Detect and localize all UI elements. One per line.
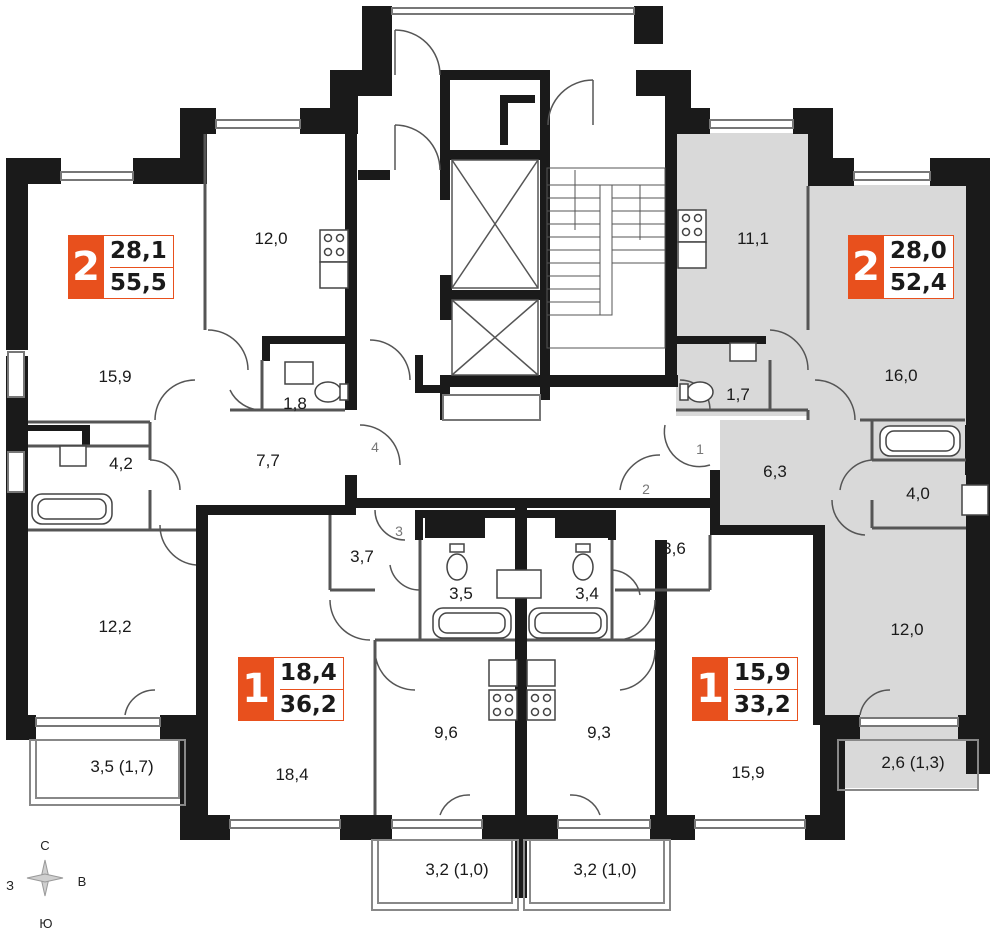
room-area-label: 4,2 bbox=[109, 454, 133, 473]
apartment-badge[interactable]: 2 28,1 55,5 bbox=[68, 235, 174, 299]
entrance-number: 2 bbox=[642, 481, 650, 497]
room-area-label: 6,3 bbox=[763, 462, 787, 481]
badge-living-area: 15,9 bbox=[734, 659, 791, 686]
room-area-label: 16,0 bbox=[884, 366, 917, 385]
room-area-label: 3,6 bbox=[662, 539, 686, 558]
room-area-label: 15,9 bbox=[731, 763, 764, 782]
highlighted-apartment bbox=[676, 133, 988, 788]
partitions bbox=[28, 134, 966, 815]
entrance-numbers: 1 2 3 4 bbox=[371, 439, 704, 539]
room-labels: 12,0 15,9 1,8 4,2 7,7 12,2 3,5 (1,7) 18,… bbox=[90, 229, 944, 879]
room-area-label: 9,6 bbox=[434, 723, 458, 742]
room-area-label: 3,5 bbox=[449, 584, 473, 603]
room-area-label: 18,4 bbox=[275, 765, 308, 784]
windows bbox=[7, 7, 959, 829]
room-area-label: 2,6 (1,3) bbox=[881, 753, 944, 772]
badge-room-count: 2 bbox=[68, 235, 104, 299]
room-area-label: 3,7 bbox=[350, 547, 374, 566]
entrance-number: 4 bbox=[371, 439, 379, 455]
compass-east: В bbox=[78, 874, 87, 889]
compass: С Ю З В bbox=[6, 838, 86, 931]
room-area-label: 4,0 bbox=[906, 484, 930, 503]
badge-living-area: 18,4 bbox=[280, 659, 337, 686]
badge-living-area: 28,1 bbox=[110, 237, 167, 264]
apartment-badge[interactable]: 1 18,4 36,2 bbox=[238, 657, 344, 721]
room-area-label: 3,2 (1,0) bbox=[573, 860, 636, 879]
apartment-badge[interactable]: 2 28,0 52,4 bbox=[848, 235, 954, 299]
entrance-number: 1 bbox=[696, 441, 704, 457]
room-area-label: 1,8 bbox=[283, 394, 307, 413]
doors bbox=[124, 29, 891, 816]
badge-living-area: 28,0 bbox=[890, 237, 947, 264]
room-area-label: 3,2 (1,0) bbox=[425, 860, 488, 879]
staircase bbox=[546, 167, 666, 349]
badge-room-count: 2 bbox=[848, 235, 884, 299]
room-area-label: 12,2 bbox=[98, 617, 131, 636]
room-area-label: 7,7 bbox=[256, 451, 280, 470]
apartment-badge[interactable]: 1 15,9 33,2 bbox=[692, 657, 798, 721]
badge-total-area: 33,2 bbox=[734, 688, 797, 721]
room-area-label: 3,4 bbox=[575, 584, 599, 603]
compass-south: Ю bbox=[39, 916, 52, 931]
room-area-label: 3,5 (1,7) bbox=[90, 757, 153, 776]
badge-total-area: 52,4 bbox=[890, 266, 953, 299]
badge-room-count: 1 bbox=[238, 657, 274, 721]
kitchen-fixtures bbox=[319, 209, 707, 721]
room-area-label: 1,7 bbox=[726, 385, 750, 404]
bathroom-fixtures bbox=[31, 342, 989, 639]
balconies bbox=[29, 739, 979, 911]
room-area-label: 9,3 bbox=[587, 723, 611, 742]
exterior-walls bbox=[6, 6, 990, 840]
room-area-label: 12,0 bbox=[254, 229, 287, 248]
badge-room-count: 1 bbox=[692, 657, 728, 721]
compass-west: З bbox=[6, 878, 14, 893]
interior-walls bbox=[28, 70, 990, 898]
room-area-label: 12,0 bbox=[890, 620, 923, 639]
badge-total-area: 36,2 bbox=[280, 688, 343, 721]
badge-total-area: 55,5 bbox=[110, 266, 173, 299]
compass-north: С bbox=[40, 838, 49, 853]
room-area-label: 15,9 bbox=[98, 367, 131, 386]
room-area-label: 11,1 bbox=[737, 229, 769, 248]
elevator-shafts bbox=[451, 159, 539, 376]
entrance-number: 3 bbox=[395, 523, 403, 539]
